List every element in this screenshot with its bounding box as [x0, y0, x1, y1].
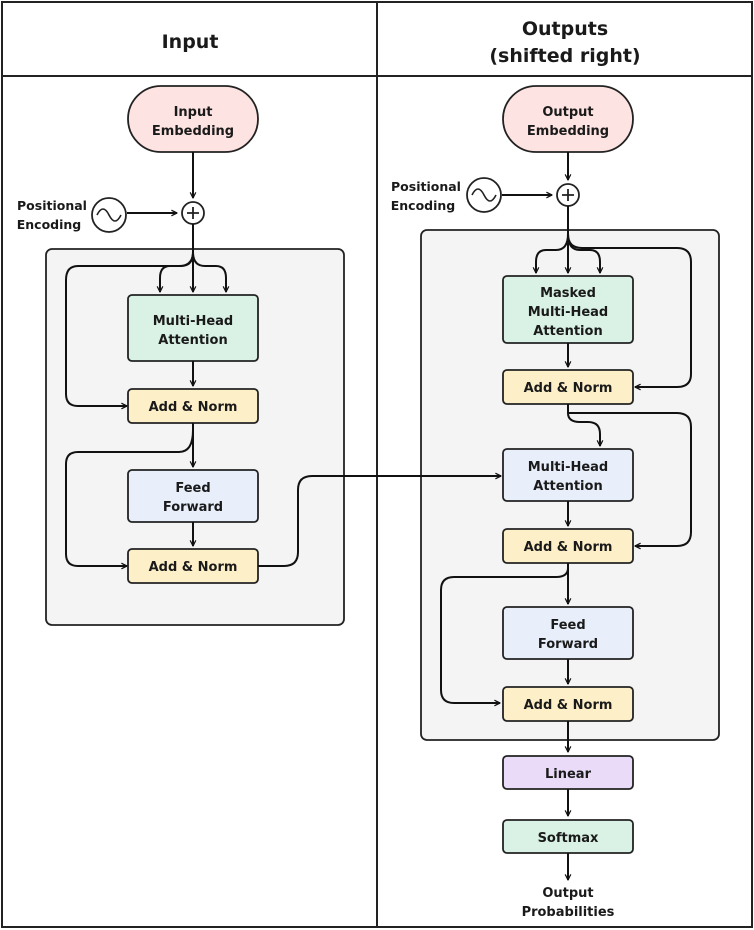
encoder-feed-forward-label-1: Feed: [175, 481, 210, 496]
decoder-residual-3: [440, 567, 569, 703]
decoder-add-norm-2-label: Add & Norm: [524, 540, 613, 555]
encoder-feed-forward-label-2: Forward: [163, 500, 223, 515]
output-embedding-label-2: Embedding: [527, 124, 609, 139]
encoder-block: [45, 248, 345, 626]
decoder-feed-forward-label-1: Feed: [550, 618, 585, 633]
input-embedding-label-2: Embedding: [152, 124, 234, 139]
decoder-residual-1: [567, 233, 692, 387]
encoder-header: Input: [162, 31, 219, 53]
encoder-positional-label-1: Positional: [17, 198, 87, 213]
softmax-label: Softmax: [538, 831, 599, 846]
decoder-feed-forward-label-2: Forward: [538, 637, 598, 652]
decoder-header-line1: Outputs: [522, 18, 608, 40]
encoder-residual-1: [65, 251, 194, 406]
encoder-attention-label-1: Multi-Head: [153, 314, 234, 329]
arrow-encoder-to-decoder: [258, 476, 501, 567]
input-embedding-label-1: Input: [174, 105, 213, 120]
output-embedding-label-1: Output: [542, 105, 593, 120]
encoder-residual-2: [65, 429, 194, 566]
decoder-header-line2: (shifted right): [489, 45, 640, 67]
decoder-add-norm-1-label: Add & Norm: [524, 381, 613, 396]
encoder-add-norm-1-label: Add & Norm: [149, 400, 238, 415]
decoder-positional-label-2: Encoding: [391, 198, 456, 213]
encoder-add-norm-2-label: Add & Norm: [149, 560, 238, 575]
output-probabilities-label-1: Output: [542, 886, 593, 901]
cross-attention-label-2: Attention: [533, 479, 602, 494]
encoder-positional-label-2: Encoding: [17, 217, 82, 232]
masked-attention-label-2: Multi-Head: [528, 305, 609, 320]
decoder-residual-2: [568, 412, 692, 546]
arrow-norm-to-cross-attention: [567, 404, 600, 446]
output-probabilities-label-2: Probabilities: [522, 905, 615, 920]
masked-attention-label-1: Masked: [540, 286, 596, 301]
masked-attention-label-3: Attention: [533, 324, 602, 339]
arrow-encoder-k: [192, 251, 226, 292]
encoder-attention-label-2: Attention: [158, 333, 227, 348]
arrow-decoder-q: [536, 233, 569, 273]
linear-label: Linear: [545, 767, 592, 782]
cross-attention-label-1: Multi-Head: [528, 460, 609, 475]
decoder-add-norm-3-label: Add & Norm: [524, 698, 613, 713]
decoder-positional-label-1: Positional: [391, 179, 461, 194]
